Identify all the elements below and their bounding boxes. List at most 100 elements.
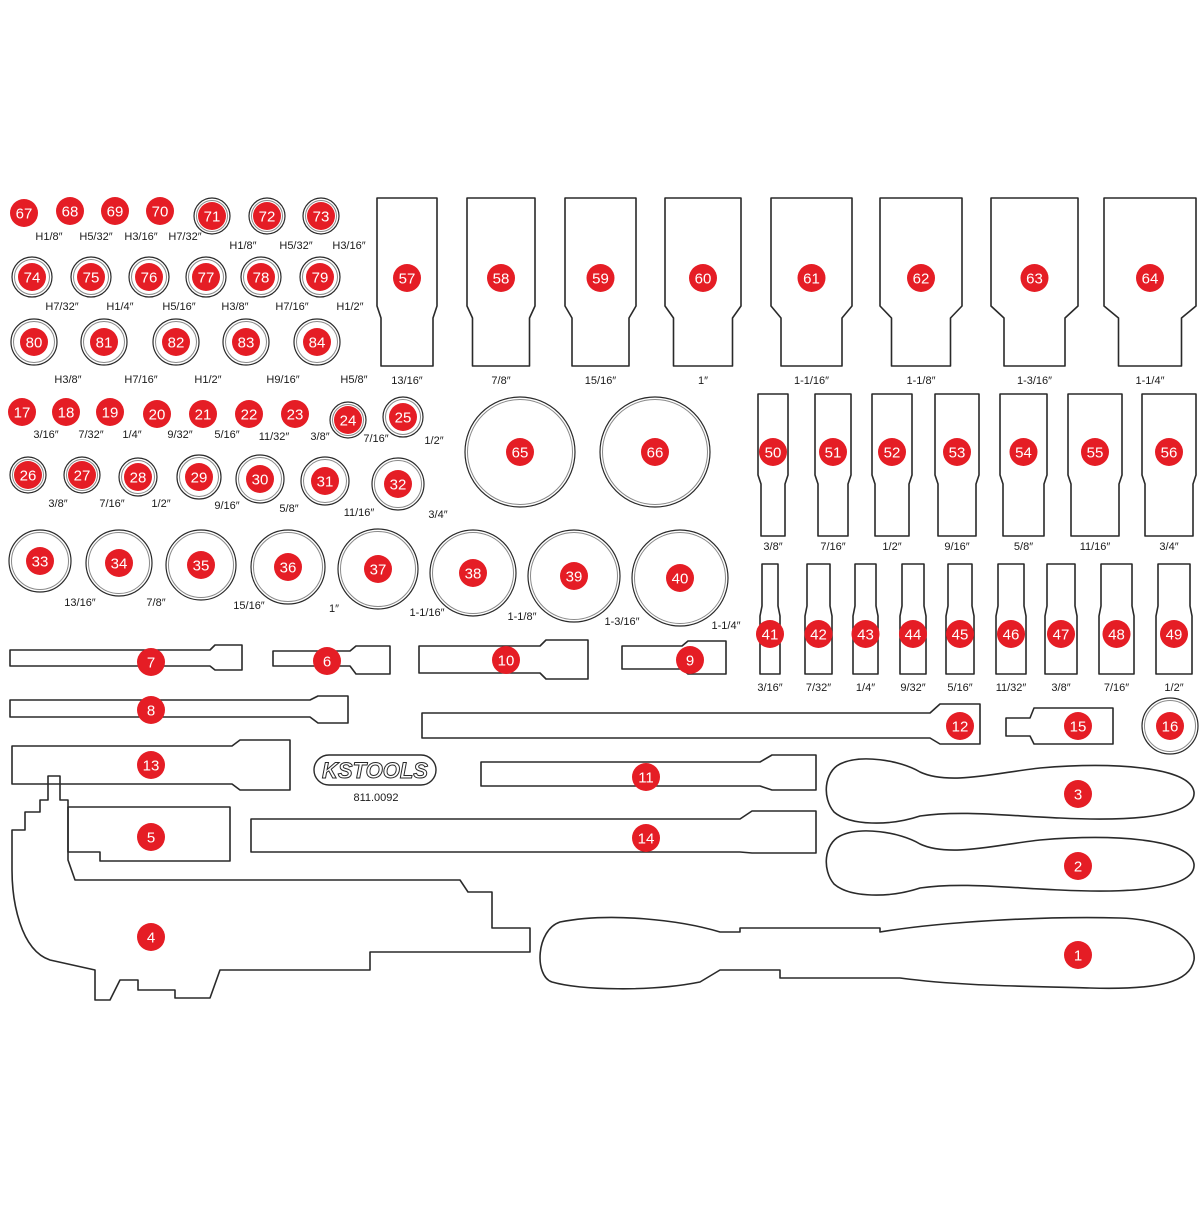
item-badge-78: 78 (247, 263, 275, 291)
badge-number: 11 (638, 770, 654, 787)
badge-dot (946, 712, 974, 740)
size-label-29: 1/2″ (151, 498, 170, 510)
tool-cutouts (8, 197, 1199, 1001)
size-label-24: 7/16″ (363, 433, 388, 445)
item-badge-83: 83 (232, 328, 260, 356)
item-badge-44: 44 (899, 620, 927, 648)
size-label-62: 1-1/8″ (907, 375, 936, 387)
ratchet-cutout-1 (539, 916, 1195, 990)
badge-number: 60 (695, 271, 712, 288)
badge-dot (1064, 852, 1092, 880)
item-badge-80: 80 (20, 328, 48, 356)
part-number: 811.0092 (353, 792, 398, 804)
item-badge-75: 75 (77, 263, 105, 291)
badge-dot (759, 438, 787, 466)
deep-socket-cutout-64 (1103, 197, 1197, 367)
item-badge-53: 53 (943, 438, 971, 466)
badge-dot (1064, 780, 1092, 808)
item-badge-26: 26 (14, 461, 42, 489)
badge-dot (1064, 941, 1092, 969)
size-label-60: 1″ (698, 375, 708, 387)
item-badge-61: 61 (797, 264, 826, 292)
badge-dot (137, 648, 165, 676)
badge-dot (1102, 620, 1131, 648)
badge-dot (878, 438, 906, 466)
badge-dot (1047, 620, 1075, 648)
size-label-47: 3/8″ (1051, 682, 1070, 694)
badge-dot (135, 263, 163, 291)
item-badge-49: 49 (1160, 620, 1188, 648)
item-badge-35: 35 (187, 551, 215, 579)
badge-number: 84 (309, 335, 326, 352)
badge-number: 7 (147, 655, 155, 672)
badge-dot (90, 328, 118, 356)
item-badge-1: 1 (1064, 941, 1092, 969)
badge-dot (389, 403, 417, 431)
item-badge-14: 14 (632, 824, 660, 852)
badge-number: 41 (762, 627, 779, 644)
item-badge-64: 64 (1136, 264, 1164, 292)
badge-number: 62 (913, 271, 930, 288)
badge-number: 68 (62, 204, 79, 221)
item-badge-29: 29 (185, 463, 213, 491)
item-badge-58: 58 (487, 264, 515, 292)
badge-number: 71 (204, 209, 221, 226)
badge-number: 36 (280, 560, 297, 577)
badge-number: 66 (647, 445, 664, 462)
badge-dot (8, 398, 36, 426)
deep-socket-cutout-59 (564, 197, 637, 367)
badge-dot (101, 197, 129, 225)
badge-number: 76 (141, 270, 158, 287)
size-label-21: 5/16″ (214, 429, 239, 441)
item-badge-65: 65 (506, 438, 534, 466)
badge-dot (137, 923, 165, 951)
badge-number: 35 (193, 558, 210, 575)
item-badge-2: 2 (1064, 852, 1092, 880)
size-label-22: 11/32″ (259, 431, 290, 443)
size-label-81: H3/8″ (54, 374, 81, 386)
item-badge-10: 10 (492, 646, 520, 674)
item-badge-41: 41 (756, 620, 784, 648)
badge-number: 57 (399, 271, 416, 288)
badge-number: 59 (592, 271, 609, 288)
badge-number: 3 (1074, 787, 1082, 804)
badge-dot (907, 264, 935, 292)
brand-logo: KSTOOLS (313, 754, 437, 786)
badge-dot (26, 547, 54, 575)
badge-dot (1020, 264, 1049, 292)
size-label-18: 7/32″ (78, 429, 103, 441)
item-badge-8: 8 (137, 696, 165, 724)
extension-cutout-6 (272, 645, 391, 675)
size-label-68: H1/8″ (35, 231, 62, 243)
badge-number: 6 (323, 654, 331, 671)
badge-dot (560, 562, 588, 590)
size-label-76: H1/4″ (106, 301, 133, 313)
badge-number: 1 (1074, 948, 1082, 965)
item-badge-67: 67 (10, 199, 38, 227)
badge-number: 14 (638, 831, 655, 848)
badge-number: 58 (493, 271, 510, 288)
badge-number: 31 (317, 474, 334, 491)
badge-dot (246, 465, 274, 493)
badge-number: 74 (24, 270, 41, 287)
badge-number: 72 (259, 209, 276, 226)
badge-number: 51 (825, 445, 842, 462)
socket-cutout-48 (1098, 563, 1135, 675)
badge-number: 17 (14, 405, 31, 422)
extension-cutout-12 (421, 703, 981, 745)
item-badge-66: 66 (641, 438, 669, 466)
size-label-82: H7/16″ (124, 374, 157, 386)
badge-dot (232, 328, 260, 356)
badge-number: 19 (102, 405, 119, 422)
badge-number: 49 (1166, 627, 1183, 644)
size-labels: H1/8″H5/32″H3/16″H7/32″H1/8″H5/32″H3/16″… (33, 231, 1183, 694)
badge-dot (492, 646, 520, 674)
socket-cutout-44 (899, 563, 927, 675)
badge-dot (364, 555, 392, 583)
size-label-75: H7/32″ (45, 301, 78, 313)
size-label-42: 7/32″ (806, 682, 831, 694)
badge-dot (303, 328, 331, 356)
badge-dot (1136, 264, 1164, 292)
size-label-56: 3/4″ (1159, 541, 1178, 553)
item-badge-73: 73 (307, 202, 335, 230)
